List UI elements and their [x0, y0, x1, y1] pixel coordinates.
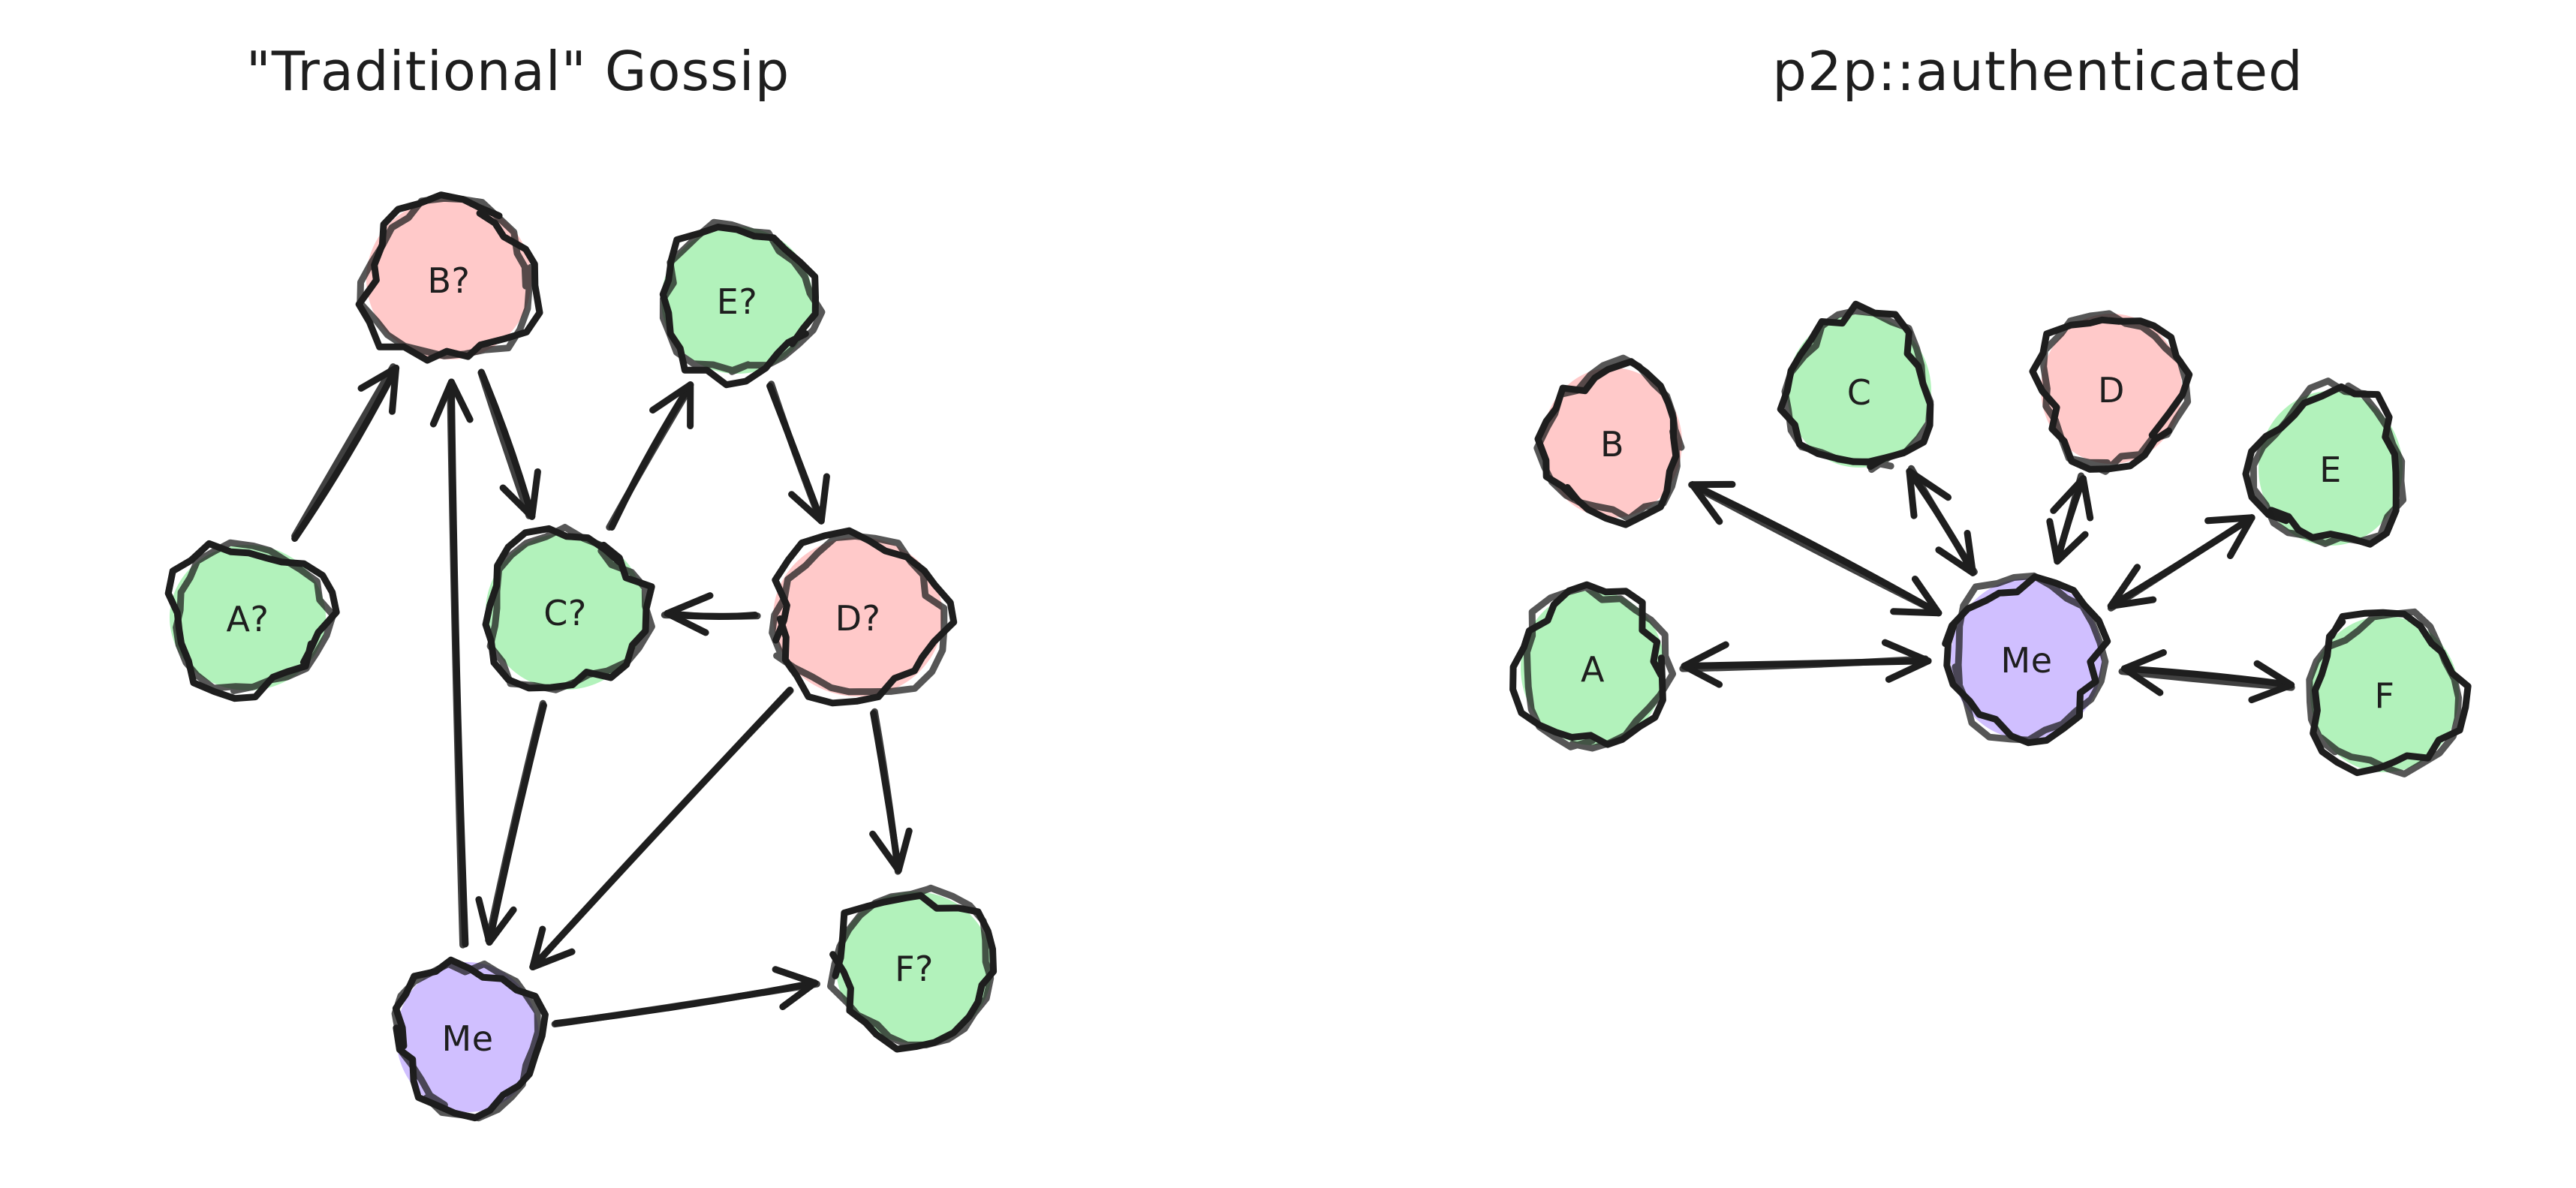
node-outline-secondary [173, 539, 337, 694]
node-label-D: D [2098, 370, 2125, 411]
node-fill [396, 962, 539, 1112]
node-traditional-gossip-A[interactable]: A? [164, 539, 340, 702]
node-traditional-gossip-F[interactable]: F? [827, 884, 998, 1053]
edge-traditional-gossip-A-to-B [291, 363, 400, 542]
edge-p2p-authenticated-B-to-Me [1688, 480, 1943, 617]
node-label-F: F [2375, 675, 2395, 716]
node-outline [772, 527, 958, 707]
node-traditional-gossip-B[interactable]: B? [355, 191, 543, 364]
node-fill [661, 227, 813, 374]
node-label-C: C [1847, 372, 1872, 413]
edge-p2p-authenticated-D-to-Me [2046, 472, 2094, 565]
node-fill [2259, 391, 2403, 546]
node-outline-secondary [659, 218, 826, 375]
node-label-B: B [1600, 424, 1624, 465]
node-outline [1942, 573, 2111, 747]
node-traditional-gossip-C[interactable]: C? [482, 524, 655, 693]
edge-traditional-gossip-D-to-C [661, 592, 761, 636]
node-label-Me: Me [442, 1018, 494, 1059]
edge-traditional-gossip-B-to-C [477, 368, 541, 520]
node-outline-secondary [2306, 608, 2462, 777]
edge-traditional-gossip-C-to-E [606, 381, 694, 531]
node-fill [773, 537, 943, 696]
node-fill [486, 534, 645, 690]
node-label-B: B? [428, 260, 471, 301]
node-fill [1951, 579, 2102, 739]
node-traditional-gossip-E[interactable]: E? [659, 218, 826, 389]
node-p2p-authenticated-B[interactable]: B [1533, 354, 1685, 528]
node-fill [366, 199, 531, 359]
edge-traditional-gossip-E-to-D [766, 380, 830, 525]
edge-traditional-gossip-Me-to-F [551, 966, 820, 1028]
node-outline-secondary [827, 884, 995, 1048]
edge-p2p-authenticated-A-to-Me [1679, 639, 1932, 688]
node-label-E: E? [717, 281, 757, 322]
node-fill [1542, 368, 1682, 518]
node-outline-secondary [1781, 307, 1934, 474]
node-p2p-authenticated-D[interactable]: D [2029, 310, 2193, 475]
node-traditional-gossip-Me[interactable]: Me [391, 956, 549, 1122]
edges-layer [291, 363, 2295, 1028]
node-fill [2310, 616, 2459, 772]
node-outline-secondary [357, 194, 534, 359]
node-fill [2041, 314, 2182, 464]
edge-traditional-gossip-C-to-Me [475, 699, 547, 946]
node-p2p-authenticated-E[interactable]: E [2242, 377, 2407, 548]
panel-title-traditional-gossip: "Traditional" Gossip [246, 40, 790, 103]
node-fill [1521, 591, 1665, 745]
node-fill [1787, 314, 1931, 468]
node-outline-secondary [1952, 572, 2109, 744]
node-outline-secondary [486, 524, 655, 693]
node-fill [170, 545, 326, 690]
node-outline-secondary [1533, 354, 1685, 522]
node-label-E: E [2319, 450, 2342, 490]
titles-layer: "Traditional" Gossip p2p::authenticated [246, 40, 2303, 103]
node-fill [836, 892, 992, 1043]
node-outline-secondary [391, 960, 541, 1122]
node-outline-secondary [1523, 583, 1677, 752]
node-p2p-authenticated-F[interactable]: F [2306, 608, 2472, 777]
edge-traditional-gossip-D-to-Me [529, 687, 794, 970]
node-label-A: A [1581, 649, 1605, 690]
panel-title-p2p-authenticated: p2p::authenticated [1772, 40, 2303, 103]
node-outline-secondary [769, 532, 948, 696]
node-label-F: F? [895, 949, 934, 989]
nodes-layer: A? B? C? D? E? F? Me A B C D E F Me [164, 191, 2472, 1122]
node-outline-secondary [2040, 310, 2192, 475]
node-label-D: D? [835, 598, 881, 639]
edge-p2p-authenticated-E-to-Me [2107, 514, 2256, 612]
node-label-C: C? [543, 593, 587, 633]
node-p2p-authenticated-A[interactable]: A [1509, 581, 1677, 752]
node-traditional-gossip-D[interactable]: D? [769, 527, 958, 707]
edge-p2p-authenticated-C-to-Me [1906, 465, 1978, 576]
edge-traditional-gossip-Me-to-B [429, 378, 474, 949]
node-label-Me: Me [2001, 640, 2053, 681]
node-p2p-authenticated-Me[interactable]: Me [1942, 572, 2111, 747]
node-outline-secondary [2249, 377, 2407, 547]
edge-p2p-authenticated-F-to-Me [2118, 649, 2295, 704]
node-label-A: A? [227, 599, 269, 639]
node-outline [1509, 581, 1666, 748]
node-outline [164, 540, 340, 702]
edge-traditional-gossip-D-to-F [869, 708, 913, 875]
node-p2p-authenticated-C[interactable]: C [1777, 300, 1934, 474]
